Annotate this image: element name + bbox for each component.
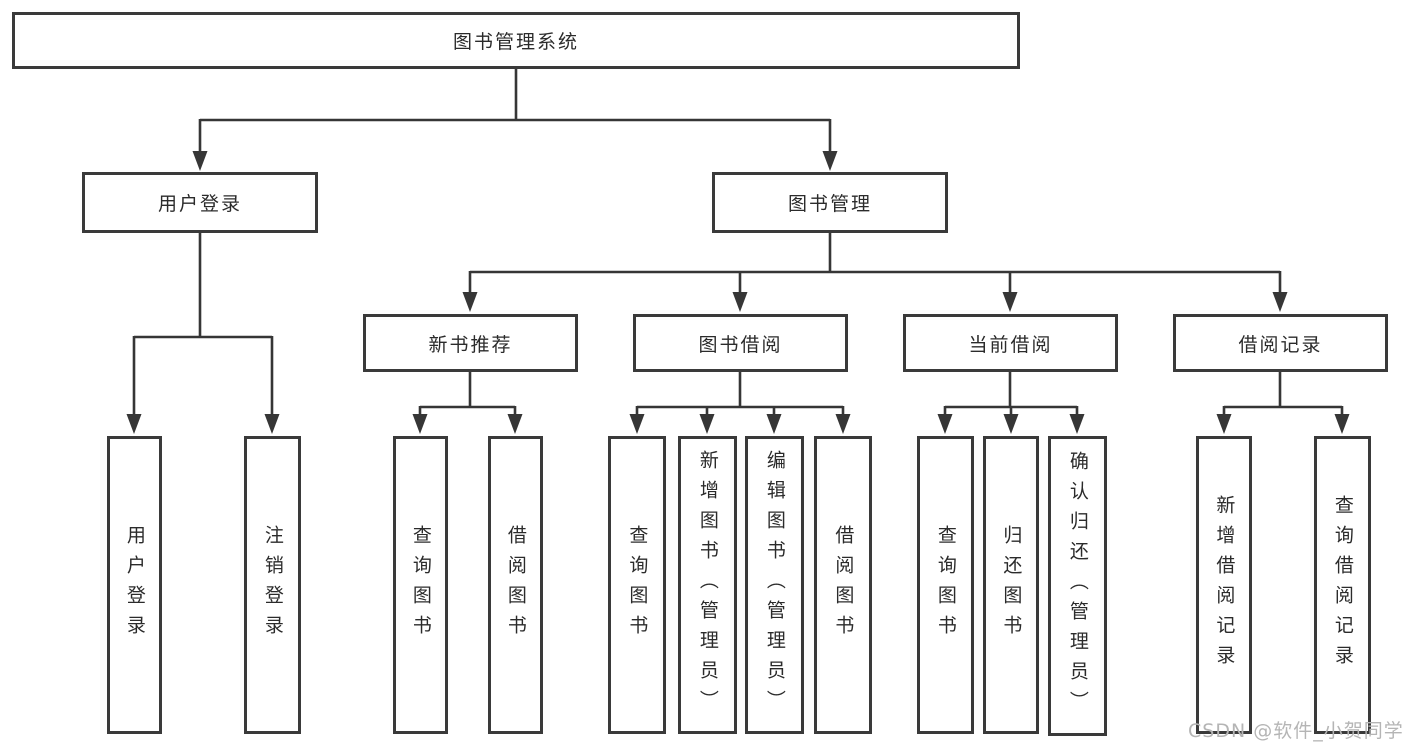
leaf-borrowing-borrow-books-label: 借阅图书 — [832, 525, 855, 645]
node-book-management: 图书管理 — [712, 172, 948, 233]
leaf-logout: 注销登录 — [244, 436, 301, 734]
node-book-borrowing: 图书借阅 — [633, 314, 848, 372]
node-root-label: 图书管理系统 — [452, 31, 579, 53]
leaf-logout-label: 注销登录 — [261, 525, 284, 645]
leaf-newrec-borrow-books-label: 借阅图书 — [504, 525, 527, 645]
node-user-login: 用户登录 — [82, 172, 318, 233]
leaf-current-return-books-label: 归还图书 — [1000, 525, 1023, 645]
leaf-current-confirm-return-admin: 确认归还（管理员） — [1048, 436, 1107, 736]
leaf-records-add-record: 新增借阅记录 — [1196, 436, 1252, 734]
leaf-user-login: 用户登录 — [107, 436, 162, 734]
leaf-borrowing-borrow-books: 借阅图书 — [814, 436, 872, 734]
leaf-user-login-label: 用户登录 — [123, 525, 146, 645]
leaf-records-query-record-label: 查询借阅记录 — [1331, 495, 1354, 675]
node-borrowing-records: 借阅记录 — [1173, 314, 1388, 372]
leaf-borrowing-add-books-admin: 新增图书（管理员） — [678, 436, 737, 734]
node-new-book-recommend: 新书推荐 — [363, 314, 578, 372]
leaf-current-query-books: 查询图书 — [917, 436, 974, 734]
leaf-newrec-borrow-books: 借阅图书 — [488, 436, 543, 734]
leaf-records-add-record-label: 新增借阅记录 — [1213, 495, 1236, 675]
node-book-borrowing-label: 图书借阅 — [698, 333, 783, 356]
node-root: 图书管理系统 — [12, 12, 1020, 69]
leaf-newrec-query-books-label: 查询图书 — [409, 525, 432, 645]
node-current-borrowing: 当前借阅 — [903, 314, 1118, 372]
leaf-borrowing-query-books: 查询图书 — [608, 436, 666, 734]
leaf-borrowing-add-books-admin-label: 新增图书（管理员） — [696, 450, 719, 720]
leaf-current-return-books: 归还图书 — [983, 436, 1039, 734]
leaf-records-query-record: 查询借阅记录 — [1314, 436, 1371, 734]
node-new-book-recommend-label: 新书推荐 — [428, 333, 513, 356]
leaf-newrec-query-books: 查询图书 — [393, 436, 448, 734]
node-user-login-label: 用户登录 — [157, 193, 242, 215]
node-borrowing-records-label: 借阅记录 — [1238, 333, 1323, 356]
node-current-borrowing-label: 当前借阅 — [968, 333, 1053, 356]
csdn-watermark: CSDN @软件_小贺同学 — [1188, 720, 1404, 742]
leaf-current-confirm-return-admin-label: 确认归还（管理员） — [1066, 451, 1089, 721]
leaf-borrowing-query-books-label: 查询图书 — [626, 525, 649, 645]
leaf-current-query-books-label: 查询图书 — [934, 525, 957, 645]
leaf-borrowing-edit-books-admin: 编辑图书（管理员） — [745, 436, 804, 734]
leaf-borrowing-edit-books-admin-label: 编辑图书（管理员） — [763, 450, 786, 720]
node-book-management-label: 图书管理 — [787, 193, 872, 215]
